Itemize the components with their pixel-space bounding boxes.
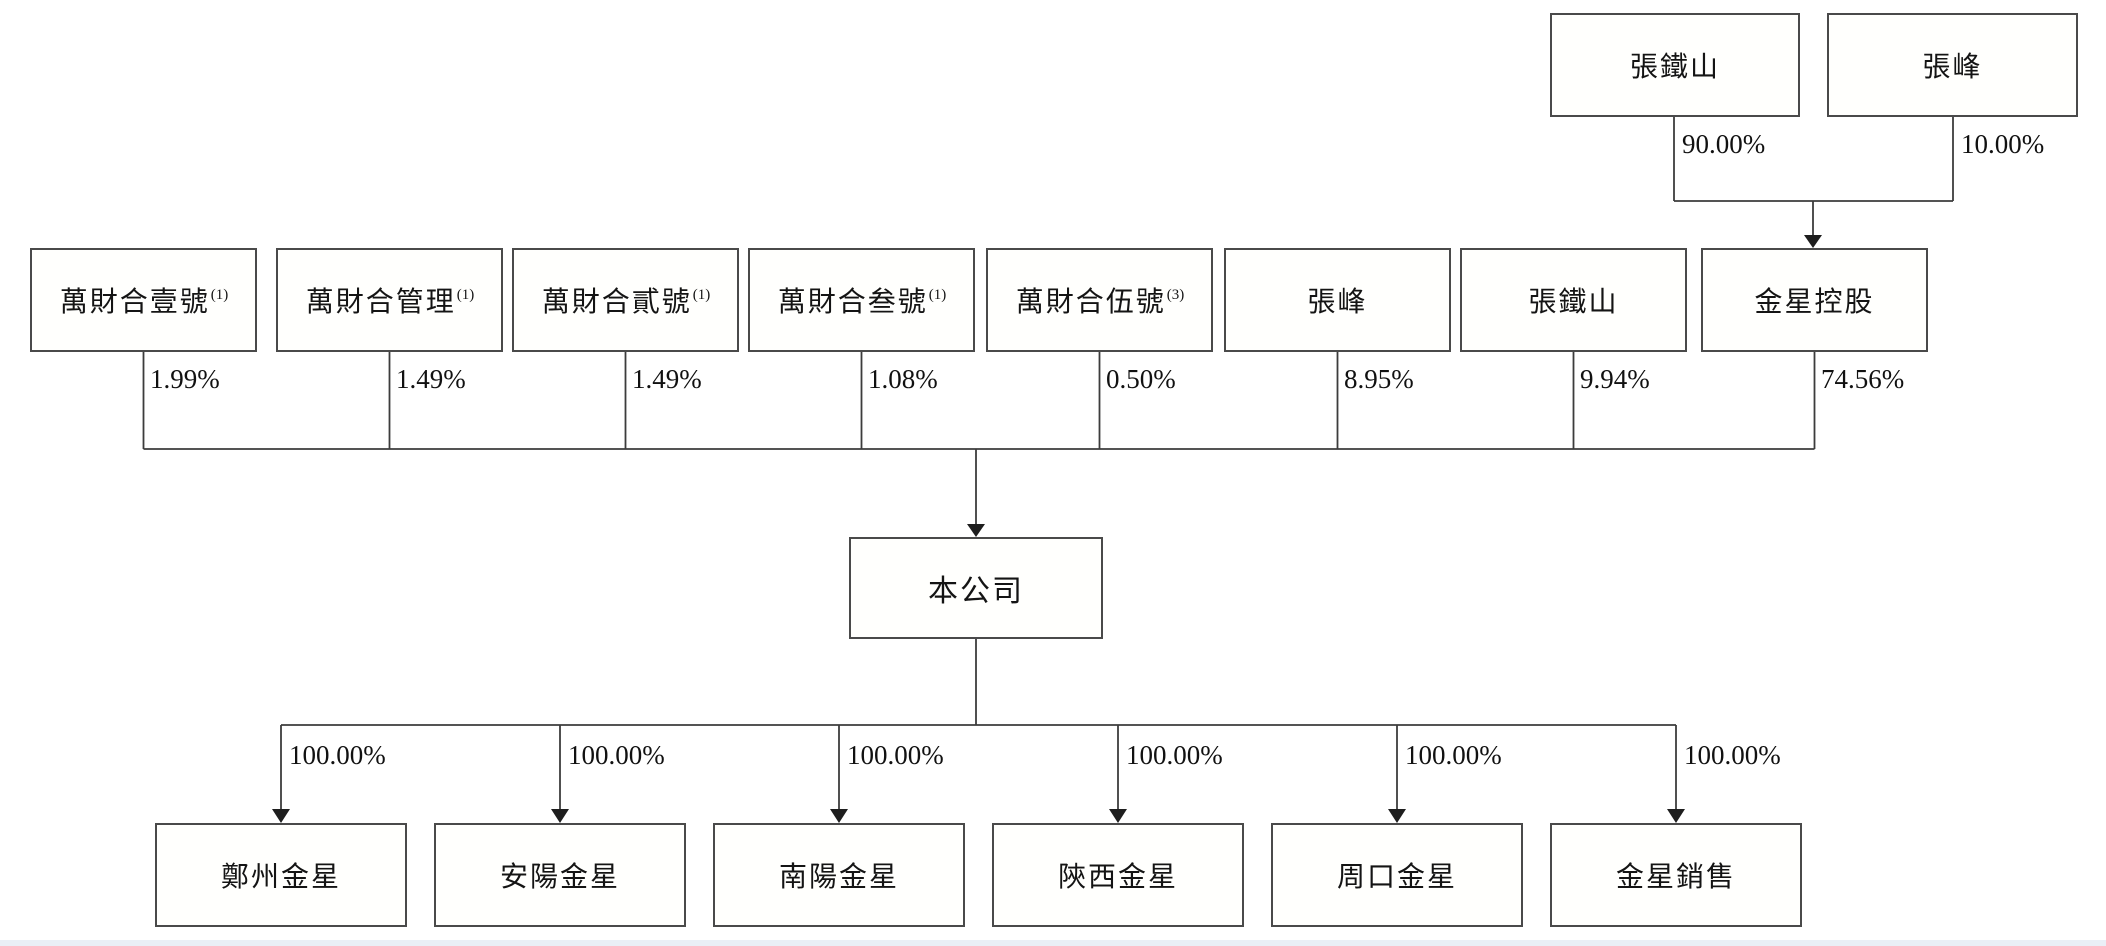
shareholder-label: 張鐵山 [1528,287,1619,318]
footnote-marker: (1) [692,286,711,303]
top-shareholder-box-zhang-feng: 張峰 [1827,13,2078,117]
company-label: 本公司 [928,575,1024,608]
subsidiary-box-zhengzhou: 鄭州金星 [155,823,407,927]
ownership-percentage: 100.00% [847,740,944,770]
top-shareholder-label: 張鐵山 [1629,52,1720,83]
footnote-marker: (1) [210,286,229,303]
ownership-percentage: 9.94% [1580,364,1650,394]
shareholder-label: 萬財合伍號(3) [1015,286,1185,318]
ownership-percentage: 1.49% [632,364,702,394]
shareholder-label: 萬財合貳號(1) [541,286,711,318]
subsidiary-label: 安陽金星 [499,862,620,893]
subsidiary-box-jinxing-sales: 金星銷售 [1550,823,1802,927]
ownership-percentage: 0.50% [1106,364,1176,394]
shareholder-box-wancaihe-3: 萬財合叁號(1) [748,248,975,352]
subsidiary-box-nanyang: 南陽金星 [713,823,965,927]
subsidiary-label: 鄭州金星 [220,862,341,893]
footer-strip [0,940,2106,946]
company-box: 本公司 [849,537,1103,639]
shareholder-label: 金星控股 [1754,287,1875,318]
ownership-percentage: 100.00% [1405,740,1502,770]
shareholder-box-zhang-feng: 張峰 [1224,248,1451,352]
subsidiary-box-anyang: 安陽金星 [434,823,686,927]
shareholder-label: 張峰 [1307,287,1368,318]
ownership-percentage: 100.00% [568,740,665,770]
subsidiary-label: 南陽金星 [778,862,899,893]
ownership-percentage: 90.00% [1682,129,1766,159]
ownership-percentage: 1.49% [396,364,466,394]
shareholder-box-zhang-tieshan: 張鐵山 [1460,248,1687,352]
shareholder-label: 萬財合叁號(1) [777,286,947,318]
subsidiary-label: 陝西金星 [1057,862,1178,893]
subsidiary-box-zhoukou: 周口金星 [1271,823,1523,927]
ownership-percentage: 1.08% [868,364,938,394]
footnote-marker: (1) [928,286,947,303]
ownership-percentage: 100.00% [1126,740,1223,770]
shareholder-box-wancaihe-2: 萬財合貳號(1) [512,248,739,352]
footnote-marker: (1) [456,286,475,303]
arrowhead-icons [272,235,1822,823]
top-shareholder-label: 張峰 [1922,52,1983,83]
ownership-percentage: 100.00% [1684,740,1781,770]
subsidiary-label: 金星銷售 [1615,862,1736,893]
ownership-percentage: 1.99% [150,364,220,394]
ownership-percentage: 100.00% [289,740,386,770]
ownership-percentage: 74.56% [1821,364,1905,394]
subsidiary-label: 周口金星 [1336,862,1457,893]
shareholder-box-wancaihe-5: 萬財合伍號(3) [986,248,1213,352]
ownership-percentage: 10.00% [1961,129,2045,159]
shareholder-box-jinxing-holdings: 金星控股 [1701,248,1928,352]
ownership-percentage: 8.95% [1344,364,1414,394]
footnote-marker: (3) [1166,286,1185,303]
top-shareholder-box-zhang-tieshan: 張鐵山 [1550,13,1800,117]
shareholder-label: 萬財合管理(1) [305,286,475,318]
shareholder-box-wancaihe-1: 萬財合壹號(1) [30,248,257,352]
subsidiary-box-shaanxi: 陝西金星 [992,823,1244,927]
shareholder-label: 萬財合壹號(1) [59,286,229,318]
shareholder-box-wancaihe-mgmt: 萬財合管理(1) [276,248,503,352]
